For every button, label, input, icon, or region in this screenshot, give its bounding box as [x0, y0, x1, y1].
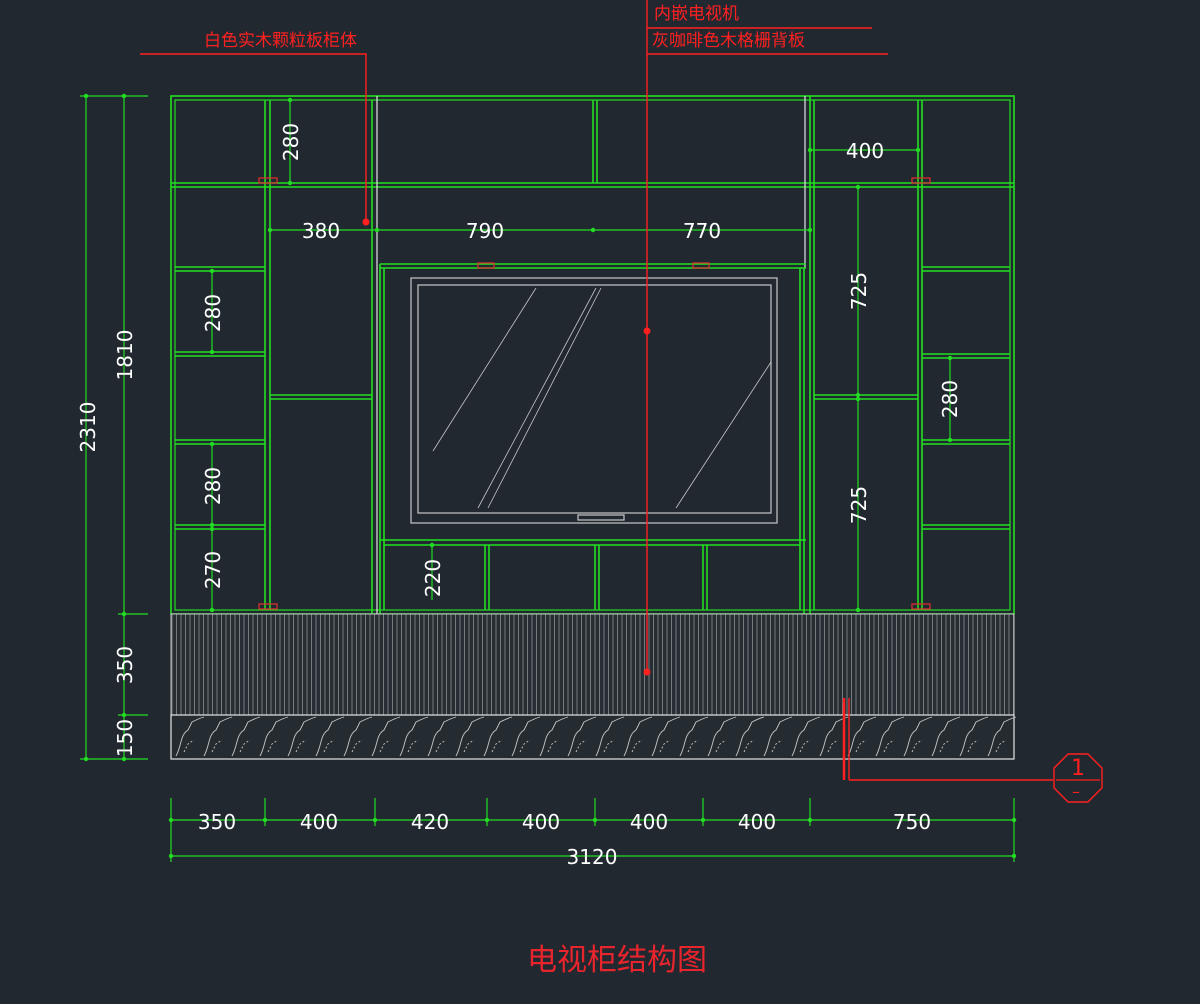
- dim-overall-width: 3120: [567, 845, 618, 869]
- drawing-title: 电视柜结构图: [527, 943, 707, 978]
- dim-left-bottom-shelf: 270: [201, 551, 225, 589]
- dim-right-top-width: 400: [846, 139, 884, 163]
- dim-left-top-shelf: 280: [279, 123, 303, 161]
- dim-790: 790: [466, 219, 504, 243]
- wood-grille-back-panel: [170, 613, 1015, 716]
- dim-base-height: 150: [113, 719, 137, 757]
- dim-right-shelf: 280: [938, 380, 962, 418]
- dim-plinth-height: 350: [113, 646, 137, 684]
- dimension-lines: [80, 95, 1015, 862]
- label-cabinet-material: 白色实木颗粒板柜体: [204, 31, 357, 51]
- label-back-panel: 灰咖啡色木格栅背板: [652, 31, 805, 51]
- dim-left-shelf-3: 280: [201, 467, 225, 505]
- dim-tv-drawer: 220: [421, 559, 445, 597]
- dim-bottom-width-1: 350: [198, 810, 236, 834]
- label-embedded-tv: 内嵌电视机: [654, 4, 739, 24]
- dim-bottom-width-2: 400: [300, 810, 338, 834]
- dim-left-shelf-2: 280: [201, 294, 225, 332]
- dim-380: 380: [302, 219, 340, 243]
- hinge-markers: [258, 177, 931, 610]
- dim-bottom-width-7: 750: [893, 810, 931, 834]
- dim-bottom-width-6: 400: [738, 810, 776, 834]
- dim-right-upper: 725: [847, 272, 871, 310]
- section-marker-sub: –: [1072, 782, 1080, 801]
- stone-base: [170, 714, 1017, 760]
- annotation-leaders: [140, 0, 1053, 781]
- dim-overall-height: 2310: [76, 402, 100, 453]
- dim-right-lower: 725: [847, 486, 871, 524]
- dim-770: 770: [683, 219, 721, 243]
- dim-bottom-width-4: 400: [522, 810, 560, 834]
- dim-bottom-width-3: 420: [411, 810, 449, 834]
- dim-bottom-width-5: 400: [630, 810, 668, 834]
- section-marker: 1 –: [1053, 753, 1103, 803]
- tv-screen: [410, 277, 778, 524]
- cabinet-structure: [170, 95, 1015, 615]
- section-marker-number: 1: [1071, 756, 1085, 781]
- dim-cabinet-height: 1810: [113, 330, 137, 381]
- dimension-labels: 2310 1810 350 150 280 280 280 270 220 38…: [76, 123, 962, 869]
